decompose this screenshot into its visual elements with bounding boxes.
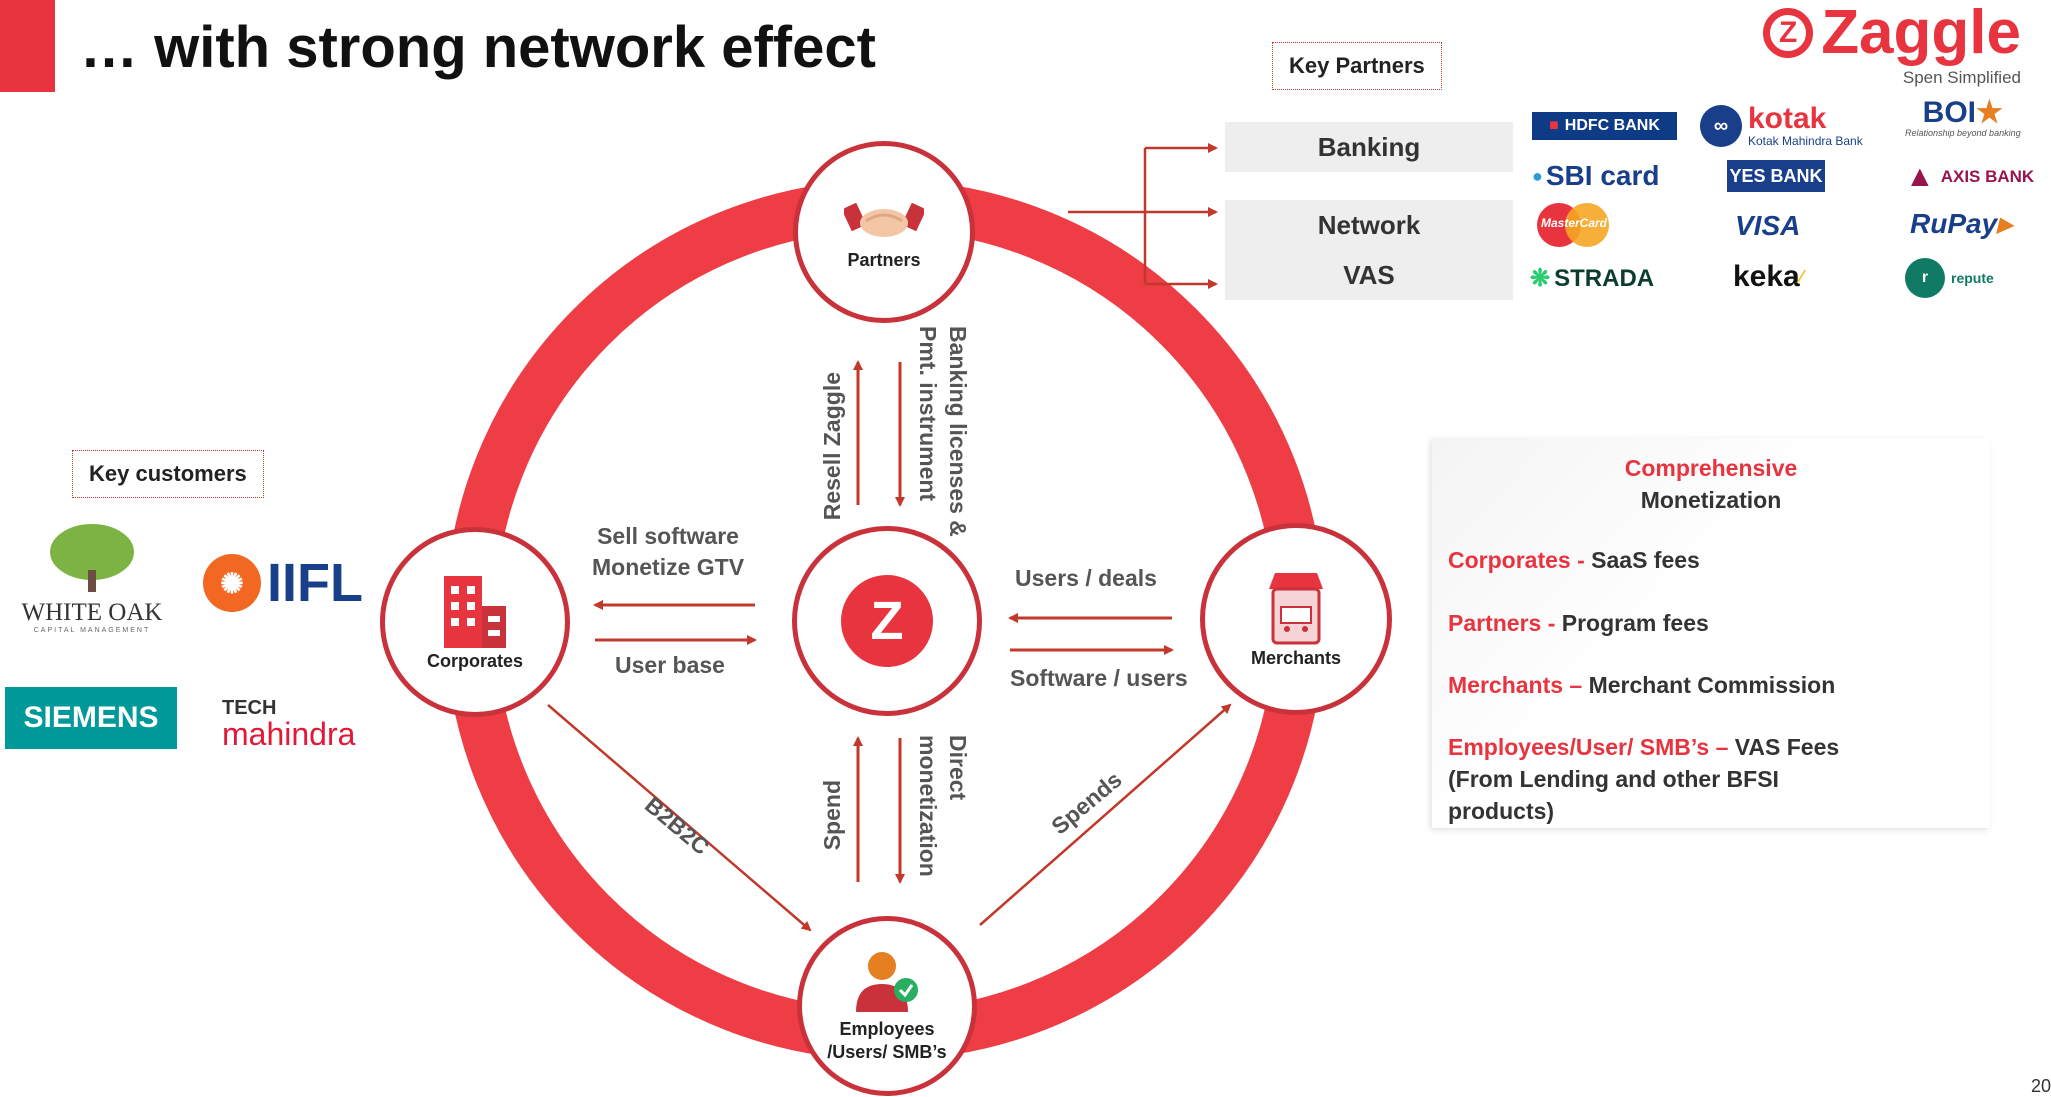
hdfc-square-icon: ■ [1549, 117, 1559, 134]
spends-arrow [979, 703, 1232, 926]
axis-bank-logo: ▲AXIS BANK [1905, 160, 2035, 193]
white-oak-logo: WHITE OAK CAPITAL MANAGEMENT [12, 522, 172, 634]
employees-node: Employees /Users/ SMB’s [797, 916, 977, 1096]
zaggle-wordmark: Zaggle [1821, 0, 2021, 67]
merchants-node-label: Merchants [1250, 648, 1342, 669]
monetization-heading: Comprehensive Monetization [1624, 455, 1798, 514]
user-base-label: User base [615, 652, 725, 678]
iifl-logo: ✺ IIFL [203, 552, 363, 614]
keka-logo: keka⁄ [1733, 260, 1803, 293]
tech-mahindra-logo: TECH mahindra [222, 697, 356, 752]
monetization-row-corporates: Corporates - SaaS fees [1448, 547, 1700, 574]
users-deals-label: Users / deals [1015, 565, 1157, 591]
resell-zaggle-label: Resell Zaggle [819, 372, 845, 521]
hdfc-bank-logo: ■HDFC BANK [1532, 112, 1677, 140]
rupay-arrow-icon: ▶ [1997, 213, 2013, 236]
monetization-row-partners: Partners - Program fees [1448, 609, 1709, 636]
title-accent-bar [0, 0, 55, 92]
monetization-panel: Comprehensive Monetization Corporates - … [1432, 438, 1990, 828]
siemens-logo: SIEMENS [5, 687, 177, 749]
sbi-circle-icon: ● [1532, 165, 1543, 186]
page-title: … with strong network effect [80, 15, 876, 80]
sbi-card-logo: ●SBI card [1532, 160, 1660, 191]
software-users-label: Software / users [1010, 665, 1188, 691]
corporates-node: Corporates [380, 527, 570, 717]
axis-triangle-icon: ▲ [1905, 160, 1935, 193]
storefront-cart-icon [1269, 573, 1323, 645]
spend-label: Spend [819, 780, 845, 851]
office-building-icon [444, 576, 506, 649]
strada-snowflake-icon: ❋ [1530, 265, 1551, 292]
oak-tree-icon [50, 524, 134, 592]
merchants-node: Merchants [1200, 523, 1392, 715]
zaggle-mark-icon: Z [1763, 8, 1814, 58]
page-number: 20 [2030, 1076, 2051, 1096]
boi-logo: BOI★ Relationship beyond banking [1905, 96, 2021, 139]
repute-circle-icon: r [1905, 258, 1945, 298]
corporates-node-label: Corporates [426, 651, 524, 672]
key-partners-label: Key Partners [1272, 42, 1442, 90]
partners-node-label: Partners [847, 250, 921, 271]
kotak-infinity-icon: ∞ [1700, 105, 1742, 147]
sell-software-label: Sell software Monetize GTV [592, 523, 745, 581]
monetization-row-employees: Employees/User/ SMB’s – VAS Fees (From L… [1448, 733, 1840, 825]
employees-node-label: Employees /Users/ SMB’s [827, 1018, 947, 1062]
boi-star-icon: ★ [1976, 96, 2003, 129]
iifl-emblem-icon: ✺ [203, 554, 261, 612]
zaggle-center-icon: Z [841, 575, 933, 667]
user-check-icon [856, 951, 918, 1012]
zaggle-tagline: Spen Simplified [1902, 68, 2021, 87]
category-banking: Banking [1225, 122, 1513, 172]
visa-logo: VISA [1735, 210, 1801, 241]
strada-logo: ❋STRADA [1530, 264, 1655, 293]
zaggle-logo: Z Zaggle Spen Simplified [1763, 2, 2021, 88]
category-vas: VAS [1225, 250, 1513, 300]
yes-bank-logo: YES BANK [1727, 160, 1825, 192]
mastercard-logo: MasterCard [1533, 202, 1615, 248]
handshake-icon [844, 203, 924, 238]
b2b2c-arrow [547, 704, 812, 932]
monetization-row-merchants: Merchants – Merchant Commission [1448, 671, 1836, 698]
keka-spark-icon: ⁄ [1799, 266, 1803, 287]
banking-licenses-label: Banking licenses & Pmt. instrument [914, 326, 971, 537]
category-network: Network [1225, 200, 1513, 250]
direct-monetization-label: Direct monetization [914, 735, 971, 877]
zaggle-center-node: Z [792, 526, 982, 716]
partners-node: Partners [793, 141, 975, 323]
rupay-logo: RuPay▶ [1910, 208, 2013, 239]
key-customers-label: Key customers [72, 450, 264, 498]
kotak-logo: ∞ kotak Kotak Mahindra Bank [1700, 104, 1863, 148]
mastercard-circles-icon [1537, 203, 1609, 247]
